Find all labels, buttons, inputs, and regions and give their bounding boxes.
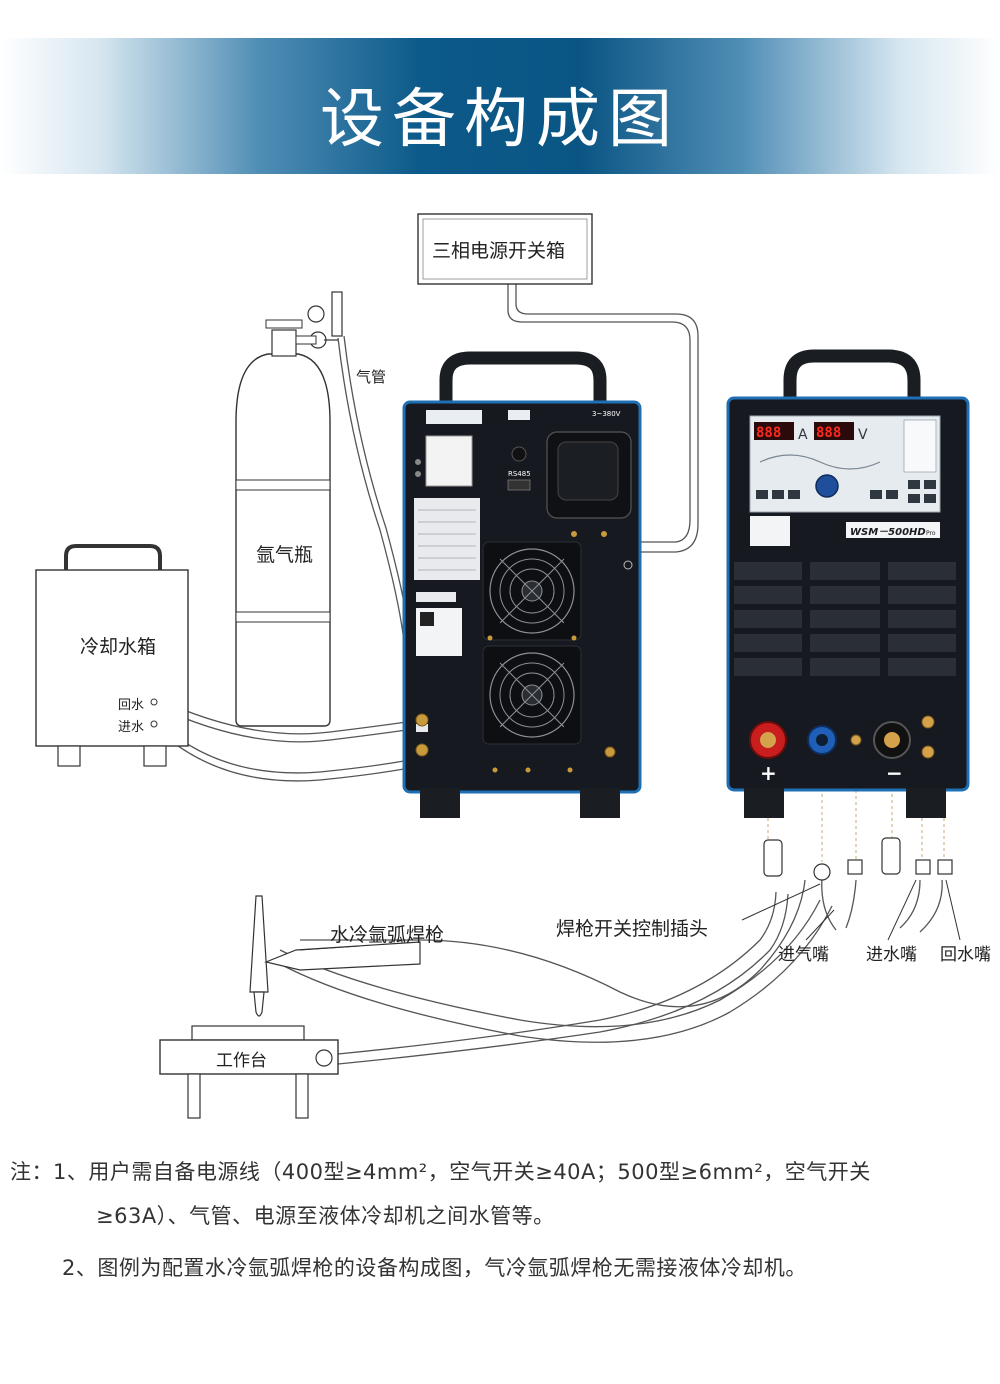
cooling-tank-label: 冷却水箱	[80, 636, 157, 658]
water-cooled-tig-torch	[249, 895, 421, 1017]
workbench	[159, 1025, 339, 1119]
torch-label: 水冷氩弧焊枪	[330, 924, 445, 946]
front-display-v-unit: V	[858, 427, 868, 443]
note-line-3: 2、图例为配置水冷氩弧焊枪的设备构成图，气冷氩弧焊枪无需接液体冷却机。	[62, 1256, 807, 1280]
page-title: 设备构成图	[320, 83, 680, 157]
power-switch-box	[417, 213, 593, 285]
front-plus-sign: +	[760, 761, 777, 785]
front-display-a-unit: A	[798, 427, 808, 443]
back-voltage-label: 3~380V	[592, 410, 621, 418]
power-box-label: 三相电源开关箱	[432, 240, 566, 262]
welding-machine-back	[402, 351, 642, 818]
note-line-2: ≥63A）、气管、电源至液体冷却机之间水管等。	[96, 1204, 555, 1228]
vent-grille	[734, 562, 956, 676]
front-model-suffix: Pro	[926, 530, 936, 537]
gas-nozzle-label: 进气嘴	[778, 945, 829, 965]
water-in-nozzle-label: 进水嘴	[866, 945, 917, 965]
water-inlet-label: 进水	[118, 720, 145, 735]
torch-connectors	[741, 837, 961, 941]
note-line-1: 注：1、用户需自备电源线（400型≥4mm²，空气开关≥40A；500型≥6mm…	[10, 1160, 871, 1184]
cooling-water-tank	[35, 544, 189, 767]
back-rs485-label: RS485	[508, 470, 531, 478]
diagram-canvas: 3~380V RS485 888 A 888 V WSM－500HD Pro +…	[35, 213, 970, 1119]
gas-pipe-label: 气管	[356, 368, 387, 386]
water-return-nozzle-label: 回水嘴	[940, 945, 991, 965]
connection-pipes	[155, 284, 943, 1065]
cooling-fans	[482, 541, 582, 745]
workbench-label: 工作台	[216, 1051, 267, 1071]
water-return-label: 回水	[118, 698, 145, 713]
front-minus-sign: −	[886, 761, 903, 785]
title-banner: 设备构成图	[0, 38, 1000, 174]
front-display-v: 888	[816, 425, 841, 441]
guide-lines	[767, 760, 945, 862]
equipment-diagram: 3~380V RS485 888 A 888 V WSM－500HD Pro +…	[0, 180, 1000, 1140]
argon-cylinder-label: 氩气瓶	[256, 544, 314, 566]
torch-switch-plug-label: 焊枪开关控制插头	[556, 918, 709, 940]
front-model-label: WSM－500HD	[850, 527, 926, 538]
welding-machine-front	[726, 349, 970, 818]
front-display-a: 888	[756, 425, 781, 441]
argon-cylinder	[235, 291, 343, 727]
